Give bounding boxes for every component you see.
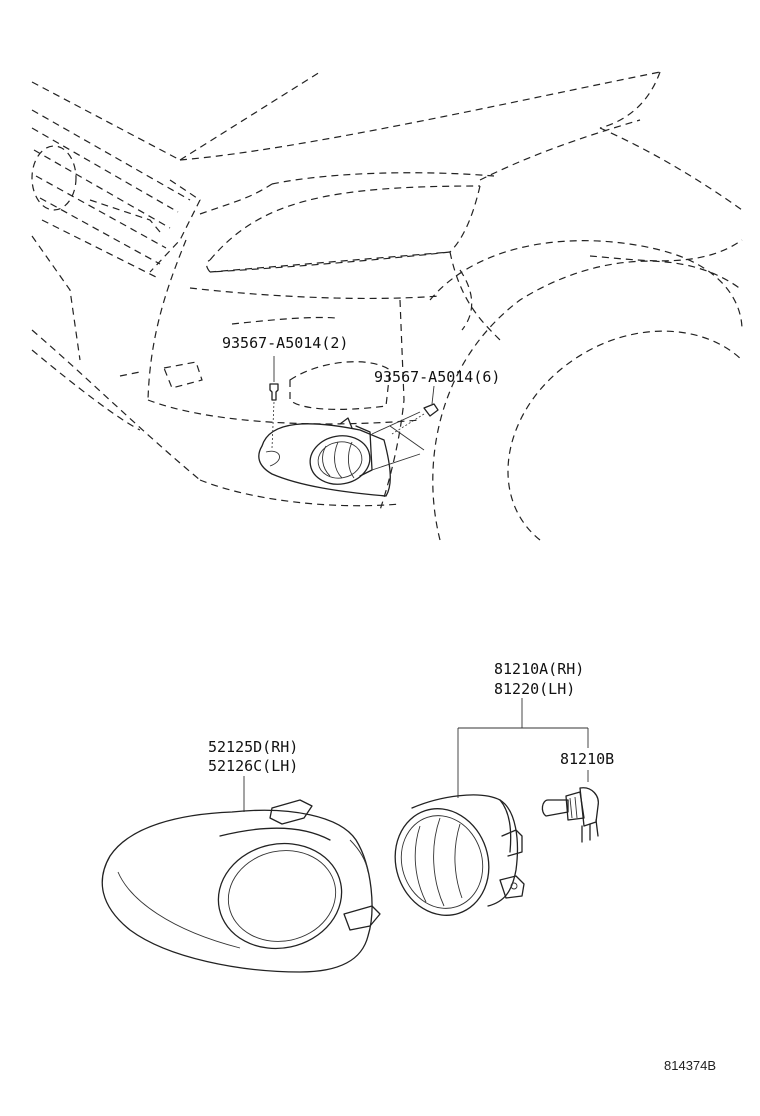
part-label-lamp-rh: 81210A(RH) [494,660,585,678]
fog-lamp-assembly [394,794,525,916]
lamp-assy-leader [457,698,589,798]
part-label-cover-lh: 52126C(LH) [208,757,299,775]
installed-fog-lamp [258,411,425,497]
clip-a-callout [269,356,279,449]
part-label-lamp-lh: 81220(LH) [494,680,576,698]
part-label-cover-rh: 52125D(RH) [208,738,299,756]
vehicle-front-outline [31,71,743,541]
part-label-clip-b: 93567-A5014(6) [374,368,501,386]
fog-lamp-cover [101,799,381,973]
fog-lamp-bulb [541,787,599,843]
part-label-clip-a: 93567-A5014(2) [222,334,349,352]
diagram-reference-code: 814374B [664,1058,717,1073]
clip-b-callout [391,385,439,435]
part-label-bulb: 81210B [560,750,615,768]
